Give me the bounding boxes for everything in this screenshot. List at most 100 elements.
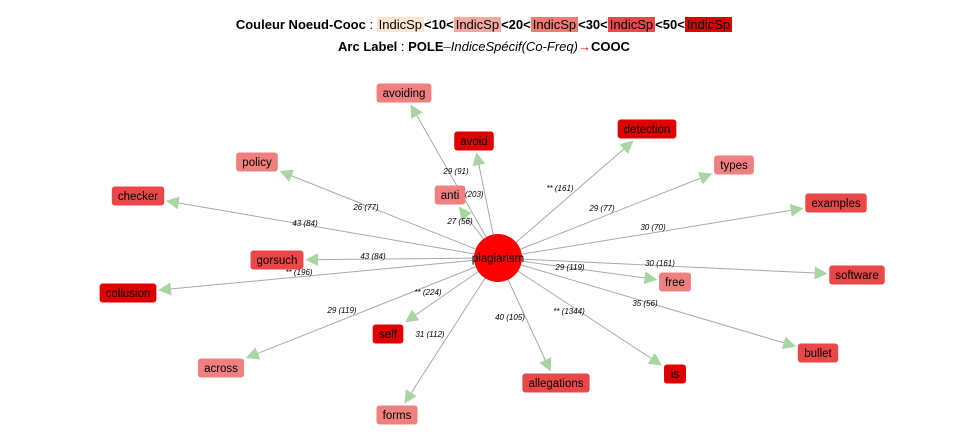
edge-avoiding (410, 104, 499, 259)
edge-label-bullet: 35 (56) (632, 299, 658, 308)
legend-swatch-2: IndicSp (453, 17, 502, 32)
edge-label-types: 29 (77) (588, 204, 615, 213)
node-detection[interactable]: detection (617, 119, 677, 139)
node-label-collusion: collusion (106, 288, 151, 300)
edge-label-forms: 31 (112) (415, 330, 445, 339)
edge-collusion (158, 257, 499, 296)
node-free[interactable]: free (659, 272, 691, 292)
edge-detection (497, 140, 634, 259)
legend-arc-label-line: Arc Label : POLE–IndiceSpécif(Co-Freq)→C… (0, 36, 968, 58)
center-node-plagiarism[interactable]: plagiarism (472, 234, 524, 282)
edge-policy (279, 169, 499, 259)
node-box-allegations (522, 373, 590, 393)
node-box-policy (236, 152, 278, 172)
node-box-collusion (99, 283, 157, 303)
node-box-bullet (797, 343, 839, 363)
node-box-across (197, 358, 245, 378)
node-box-types (714, 155, 754, 175)
node-box-detection (617, 119, 677, 139)
edge-examples (497, 203, 804, 259)
node-label-detection: detection (624, 124, 671, 136)
legend-threshold-3: <30< (578, 17, 608, 32)
node-label-is: is (671, 369, 680, 381)
node-label-free: free (665, 277, 685, 289)
legend-swatch-5: IndicSp (684, 17, 733, 32)
legend-node-color-line: Couleur Noeud-Cooc : IndicSp<10<IndicSp<… (0, 14, 968, 36)
node-policy[interactable]: policy (236, 152, 278, 172)
legend-swatch-3: IndicSp (530, 17, 579, 32)
node-label-forms: forms (383, 410, 412, 422)
edge-checker (165, 196, 499, 259)
node-label-anti: anti (441, 190, 460, 202)
node-across[interactable]: across (197, 358, 245, 378)
node-box-avoiding (376, 83, 432, 103)
edge-software (497, 257, 828, 280)
edge-free (497, 257, 658, 285)
node-box-forms (376, 405, 418, 425)
node-gorsuch[interactable]: gorsuch (250, 250, 304, 270)
node-label-examples: examples (811, 198, 860, 210)
node-label-self: self (379, 329, 398, 341)
node-self[interactable]: self (372, 324, 404, 344)
legend-node-color-title: Couleur Noeud-Cooc (235, 17, 366, 32)
node-checker[interactable]: checker (111, 186, 165, 206)
node-is[interactable]: is (664, 364, 686, 384)
edge-is (497, 257, 663, 366)
node-types[interactable]: types (714, 155, 754, 175)
edges-layer (158, 104, 828, 404)
node-box-is (664, 364, 686, 384)
legend-indice: IndiceSpécif(Co-Freq) (450, 39, 578, 54)
legend-swatch-1: IndicSp (376, 17, 425, 32)
node-software[interactable]: software (829, 265, 885, 285)
node-box-avoid (454, 131, 494, 151)
legend: Couleur Noeud-Cooc : IndicSp<10<IndicSp<… (0, 14, 968, 58)
node-allegations[interactable]: allegations (522, 373, 590, 393)
legend-threshold-4: <50< (655, 17, 685, 32)
legend-threshold-2: <20< (501, 17, 531, 32)
node-box-gorsuch (250, 250, 304, 270)
edge-label-collusion: ** (196) (285, 268, 312, 277)
legend-dash: – (443, 39, 451, 54)
node-collusion[interactable]: collusion (99, 283, 157, 303)
node-box-anti (434, 185, 466, 205)
node-label-checker: checker (118, 191, 158, 203)
node-box-software (829, 265, 885, 285)
edge-types (497, 172, 713, 259)
node-box-free (659, 272, 691, 292)
legend-pole: POLE (408, 39, 444, 54)
edge-label-software: 30 (161) (645, 259, 675, 268)
edge-label-across: 29 (119) (326, 306, 357, 315)
node-label-allegations: allegations (529, 378, 584, 390)
node-forms[interactable]: forms (376, 405, 418, 425)
center-node-circle (474, 234, 522, 282)
legend-swatch-4: IndicSp (607, 17, 656, 32)
node-label-policy: policy (242, 157, 272, 169)
edge-label-gorsuch: 43 (84) (360, 252, 386, 261)
node-label-avoid: avoid (460, 136, 488, 148)
node-box-checker (111, 186, 165, 206)
edge-label-detection: ** (161) (546, 184, 573, 193)
node-label-software: software (835, 270, 878, 282)
edge-forms (404, 257, 499, 404)
node-anti[interactable]: anti (434, 185, 466, 205)
legend-arc-title: Arc Label (338, 39, 398, 54)
edge-bullet (497, 257, 797, 350)
node-label-types: types (720, 160, 748, 172)
edge-labels-layer: 29 (91)** (203)27 (56)** (161)26 (77)29 … (285, 167, 675, 339)
edge-label-examples: 30 (70) (640, 223, 666, 232)
node-box-examples (805, 193, 867, 213)
edge-label-anti: 27 (56) (446, 217, 473, 226)
node-bullet[interactable]: bullet (797, 343, 839, 363)
node-label-bullet: bullet (804, 348, 832, 360)
edge-label-free: 29 (119) (554, 263, 585, 272)
node-box-self (372, 324, 404, 344)
edge-label-is: ** (1344) (553, 307, 585, 316)
edge-label-avoiding: 29 (91) (442, 167, 469, 176)
node-avoid[interactable]: avoid (454, 131, 494, 151)
legend-threshold-1: <10< (424, 17, 454, 32)
node-avoiding[interactable]: avoiding (376, 83, 432, 103)
legend-arrow-icon: → (577, 39, 591, 54)
legend-cooc: COOC (590, 39, 630, 54)
node-examples[interactable]: examples (805, 193, 867, 213)
